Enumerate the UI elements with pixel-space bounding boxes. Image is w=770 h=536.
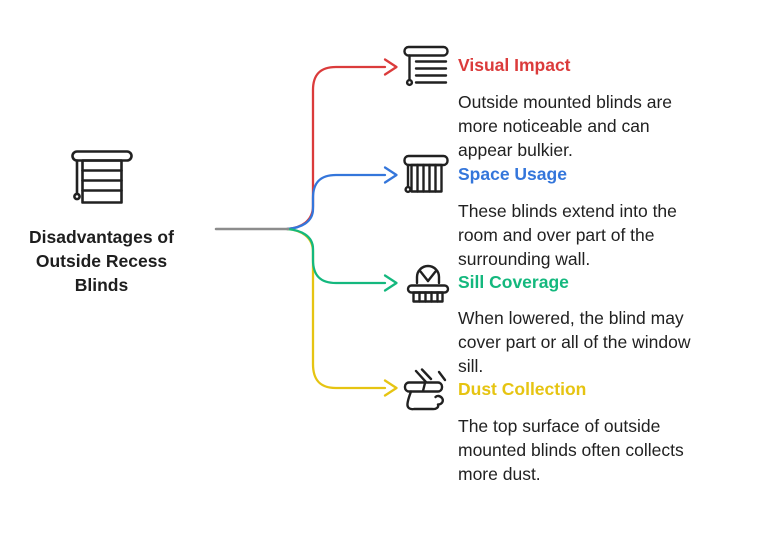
duster-icon <box>399 368 449 417</box>
arrowhead-space-usage <box>383 166 398 184</box>
branch-line-dust-collection <box>285 227 387 390</box>
arrowhead-sill-coverage <box>383 274 398 292</box>
branch-line-space-usage <box>285 173 387 231</box>
branch-heading-sill-coverage: Sill Coverage <box>458 272 569 292</box>
central-node: Disadvantages of Outside Recess Blinds <box>20 149 183 297</box>
horizontal-blinds-icon <box>403 45 449 94</box>
vertical-blinds-icon <box>403 154 449 203</box>
branch-heading-dust-collection: Dust Collection <box>458 379 587 399</box>
branch-description-visual-impact: Outside mounted blinds are more noticeab… <box>458 92 673 160</box>
arrowhead-visual-impact <box>383 58 398 76</box>
branch-heading-space-usage: Space Usage <box>458 164 567 184</box>
branch-line-sill-coverage <box>285 227 387 285</box>
branch-description-sill-coverage: When lowered, the blind may cover part o… <box>458 308 691 376</box>
central-title: Disadvantages of Outside Recess Blinds <box>29 227 174 295</box>
branch-heading-visual-impact: Visual Impact <box>458 55 571 75</box>
arrowhead-dust-collection <box>383 379 398 397</box>
branch-description-dust-collection: The top surface of outside mounted blind… <box>458 416 684 484</box>
roller-blind-icon <box>70 149 133 214</box>
arched-window-sill-icon <box>406 262 450 309</box>
branch-description-space-usage: These blinds extend into the room and ov… <box>458 201 677 269</box>
branch-line-visual-impact <box>285 65 387 231</box>
